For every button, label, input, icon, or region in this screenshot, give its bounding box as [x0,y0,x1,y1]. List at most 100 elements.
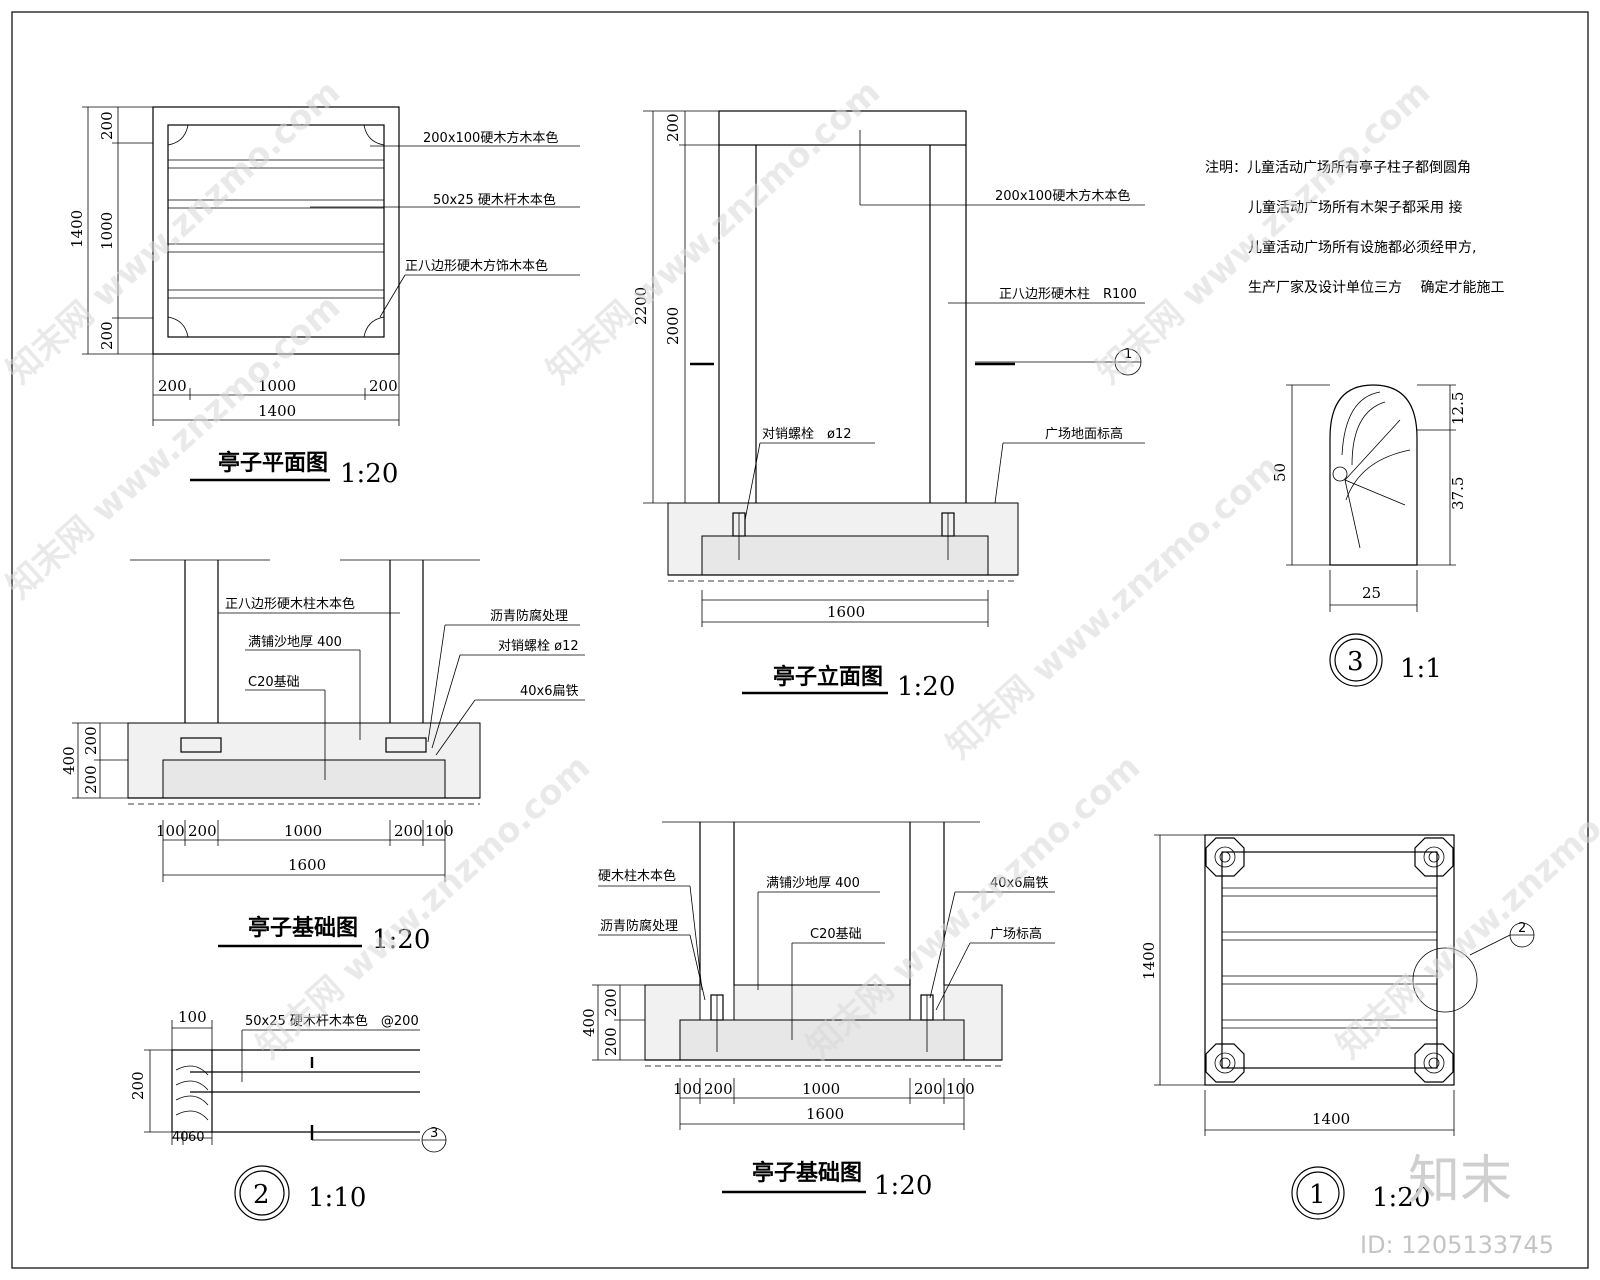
elev-label-4: 广场地面标高 [1045,426,1123,442]
f1-label-5: 对销螺栓 ø12 [498,639,579,654]
f1-label-4: 沥青防腐处理 [490,608,568,624]
post-br [1414,1043,1454,1083]
f1-dim-h-5: 100 [425,822,454,840]
plan-dim-h-total: 1400 [258,402,296,420]
watermark-5: 知末网 www.znzmo.com [939,447,1288,767]
elev-dim-v-1: 200 [664,113,682,142]
plan-scale: 1:20 [340,459,398,489]
d1-dim-v: 1400 [1140,942,1158,980]
plan-view: 200x100硬木方木本色 50x25 硬木杆木本色 正八边形硬木方饰木本色 2… [68,106,580,489]
f1-dim-h-3: 1000 [284,822,322,840]
foundation-1: 正八边形硬木柱木本色 满铺沙地厚 400 C20基础 沥青防腐处理 对销螺栓 ø… [60,559,585,955]
f2-label-1: 硬木柱木本色 [598,868,676,884]
f1-dim-v-1: 200 [82,726,100,755]
d1-scale: 1:20 [1372,1183,1430,1213]
f1-label-1: 正八边形硬木柱木本色 [225,596,355,612]
d3-dim-4: 25 [1362,584,1381,602]
elev-label-1: 200x100硬木方木本色 [995,188,1130,204]
post-bl [1205,1043,1245,1083]
watermark-2: 知末网 www.znzmo.com [539,72,888,392]
d2-scale: 1:10 [308,1183,366,1213]
d3-dim-1: 50 [1271,463,1289,482]
f2-label-6: 广场标高 [990,926,1042,942]
f2-label-4: C20基础 [810,927,862,942]
plan-label-3: 正八边形硬木方饰木本色 [405,258,548,274]
notes-block: 注明：儿童活动广场所有亭子柱子都倒圆角 儿童活动广场所有木架子都采用 接 儿童活… [1205,159,1504,296]
elevation-view: 200x100硬木方木本色 正八边形硬木柱 R100 对销螺栓 ø12 广场地面… [632,110,1145,702]
elev-title: 亭子立面图 [773,664,883,690]
plan-label-2: 50x25 硬木杆木本色 [433,192,556,208]
f1-dim-total: 1600 [288,856,326,874]
f2-label-2: 满铺沙地厚 400 [766,876,860,891]
note-line-1: 注明：儿童活动广场所有亭子柱子都倒圆角 [1205,159,1471,176]
elev-dim-v-2: 2000 [664,307,682,345]
d3-scale: 1:1 [1400,654,1442,684]
elev-callout: 1 [1124,347,1132,362]
d3-dim-2: 12.5 [1449,392,1467,425]
elev-label-3: 对销螺栓 ø12 [762,427,852,442]
elev-dim-h: 1600 [827,603,865,621]
f2-dim-h-5: 100 [946,1080,975,1098]
f1-label-6: 40x6扁铁 [520,684,579,699]
watermark-3: 知末网 www.znzmo.com [1089,72,1438,392]
f2-dim-h-2: 200 [704,1080,733,1098]
f1-label-2: 满铺沙地厚 400 [248,635,342,650]
elev-dim-v-3: 2200 [632,287,650,325]
detail-2: 50x25 硬木杆木本色 @200 100 200 40 60 3 2 1:10 [129,1008,447,1221]
d2-dim-3: 40 [172,1130,189,1145]
f2-label-5: 40x6扁铁 [990,876,1049,891]
f2-dim-v-2: 200 [602,1027,620,1056]
f2-label-3: 沥青防腐处理 [600,918,678,934]
d1-dim-h: 1400 [1312,1110,1350,1128]
elev-label-2: 正八边形硬木柱 R100 [999,287,1137,302]
f2-dim-v-1: 200 [602,988,620,1017]
d2-callout: 3 [430,1126,438,1141]
plan-dim-v-2: 1000 [98,212,116,250]
d2-dim-2: 200 [129,1071,147,1100]
f2-dim-h-1: 100 [673,1080,702,1098]
d3-dim-3: 37.5 [1449,477,1467,510]
f1-dim-h-2: 200 [188,822,217,840]
f1-label-3: C20基础 [248,675,300,690]
d2-dim-4: 60 [188,1130,205,1145]
f2-dim-h-4: 200 [914,1080,943,1098]
watermark-8: 知末网 www.znzmo.com [1329,747,1600,1067]
f2-title: 亭子基础图 [752,1160,862,1186]
brand-logo: 知末 [1408,1151,1512,1211]
d1-callout: 2 [1518,921,1526,936]
plan-label-1: 200x100硬木方木本色 [423,130,558,146]
detail-1: 2 1400 1400 1 1:20 [1140,834,1535,1220]
plan-dim-v-3: 200 [98,321,116,350]
plan-dim-v-1: 200 [98,111,116,140]
d2-dim-1: 100 [178,1008,207,1026]
d2-label: 50x25 硬木杆木本色 @200 [245,1013,419,1029]
note-line-3: 儿童活动广场所有设施都必须经甲方, [1248,239,1476,256]
detail-3: 50 12.5 37.5 25 3 1:1 [1271,384,1467,687]
post-tr [1414,837,1454,877]
f2-dim-total: 1600 [806,1105,844,1123]
d3-num: 3 [1347,647,1364,677]
post-tl [1205,837,1245,877]
d2-num: 2 [253,1180,270,1210]
f1-scale: 1:20 [372,925,430,955]
f2-scale: 1:20 [874,1171,932,1201]
sheet-border [11,11,1589,1269]
foundation-2: 硬木柱木本色 满铺沙地厚 400 沥青防腐处理 C20基础 40x6扁铁 广场标… [580,821,1055,1201]
plan-dim-h-2: 1000 [258,377,296,395]
note-line-2: 儿童活动广场所有木架子都采用 接 [1248,199,1462,216]
plan-title: 亭子平面图 [218,450,328,476]
f1-dim-v-2: 200 [82,765,100,794]
f1-dim-h-4: 200 [394,822,423,840]
f1-dim-h-1: 100 [156,822,185,840]
elev-scale: 1:20 [897,672,955,702]
note-line-4: 生产厂家及设计单位三方 确定才能施工 [1248,279,1504,296]
f2-dim-h-3: 1000 [802,1080,840,1098]
plan-dim-h-1: 200 [158,377,187,395]
f1-title: 亭子基础图 [248,915,358,941]
f2-dim-v-3: 400 [580,1008,598,1037]
image-id: ID: 1205133745 [1360,1231,1554,1259]
f1-dim-v-3: 400 [60,746,78,775]
plan-dim-h-3: 200 [369,377,398,395]
plan-dim-v-total: 1400 [68,210,86,248]
